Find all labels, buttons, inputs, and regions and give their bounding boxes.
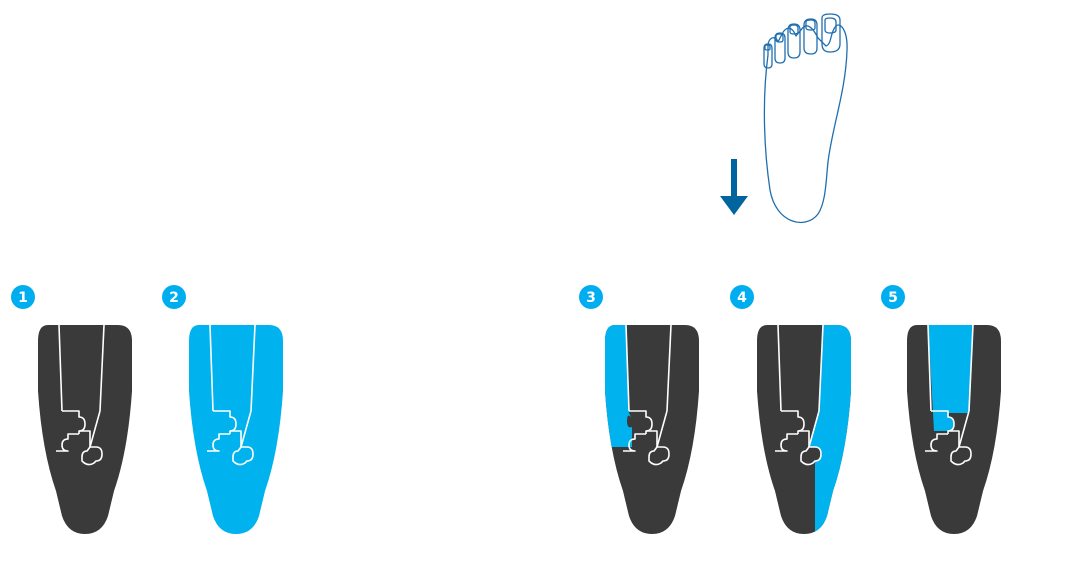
down-arrow-icon [720,159,748,215]
insole-step-3 [600,321,699,534]
step-number: 5 [888,290,898,306]
foot-outline-icon [764,14,847,222]
step-badge-4: 4 [730,285,754,309]
insole-shape [38,325,132,534]
insole-step-5 [907,321,1001,534]
step-badge-1: 1 [11,285,35,309]
insole-step-2 [189,325,283,534]
step-number: 1 [18,290,28,306]
step-number: 4 [737,290,747,306]
insole-step-1 [38,325,132,534]
insole-step-4 [757,321,857,541]
step-badge-3: 3 [579,285,603,309]
step-badge-2: 2 [162,285,186,309]
insole-shape [189,325,283,534]
step-badge-5: 5 [881,285,905,309]
step-number: 2 [169,290,179,306]
insole-steps: 1 2 3 4 5 [11,285,1001,541]
step-number: 3 [586,290,596,306]
